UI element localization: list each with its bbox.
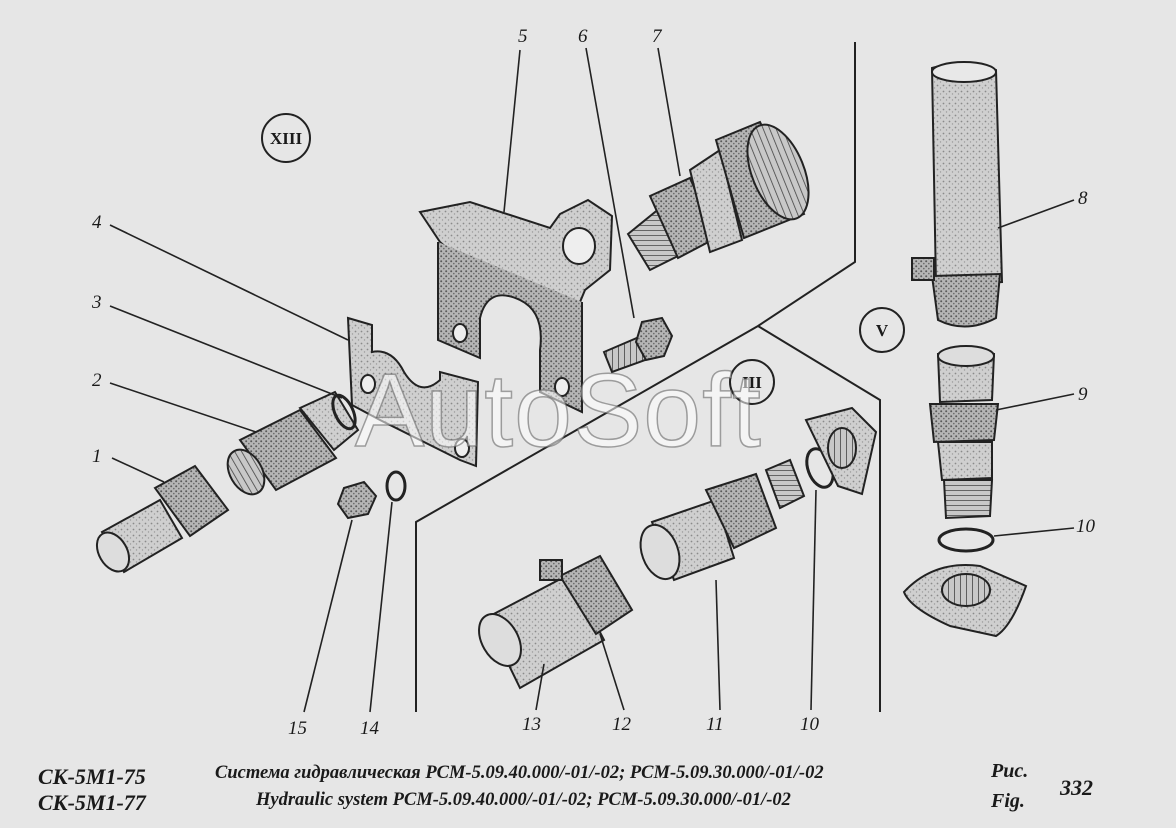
callout-13: 13 (522, 714, 541, 735)
model-code-2: СК-5М1-77 (38, 790, 146, 815)
view-label-iii: III (742, 373, 762, 392)
view-label-xiii: XIII (270, 129, 303, 148)
callout-10-right: 10 (1076, 516, 1096, 537)
callout-3: 3 (91, 292, 102, 313)
flange-centre (804, 406, 878, 496)
bolt-part-6 (602, 316, 674, 374)
plate-part-4 (346, 316, 480, 468)
flange-right (902, 564, 1028, 638)
callout-14: 14 (360, 718, 380, 739)
figure-number: 332 (1060, 775, 1093, 800)
union-part-9 (928, 345, 1000, 520)
callout-5: 5 (518, 26, 528, 47)
hose-fitting-part-1 (95, 464, 230, 574)
caption-title-en: Hydraulic system РСМ-5.09.40.000/-01/-02… (256, 790, 791, 810)
callout-9: 9 (1078, 384, 1088, 405)
view-label-v: V (876, 321, 889, 340)
caption-title-ru: Система гидравлическая РСМ-5.09.40.000/-… (215, 763, 824, 783)
callout-4: 4 (92, 212, 102, 233)
callout-8: 8 (1078, 188, 1088, 209)
figure-label-en: Fig. (991, 790, 1025, 812)
callout-2: 2 (92, 370, 102, 391)
pipe-part-8 (911, 61, 1004, 328)
washer-part-14 (385, 470, 407, 502)
callout-12: 12 (612, 714, 632, 735)
hose-part-13 (478, 572, 606, 690)
callout-1: 1 (92, 446, 102, 467)
callout-10-centre: 10 (800, 714, 820, 735)
adapter-part-2 (226, 390, 360, 496)
callout-7: 7 (652, 26, 663, 47)
callout-6: 6 (578, 26, 588, 47)
figure-label-ru: Рис. (991, 760, 1029, 782)
watermark: AutoSoft (354, 352, 762, 470)
view-boundaries (415, 42, 881, 712)
clamp-part-12 (539, 554, 634, 636)
model-code-1: СК-5М1-75 (38, 764, 146, 789)
leader-lines (109, 47, 1075, 713)
callout-15: 15 (288, 718, 307, 739)
callout-11: 11 (706, 714, 724, 735)
adapter-part-11 (639, 458, 806, 582)
nut-part-15 (336, 480, 378, 520)
washer-part-10-right (937, 527, 995, 553)
coupling-part-7 (626, 120, 810, 272)
view-markers (261, 113, 905, 405)
bracket-part-5 (418, 198, 614, 414)
